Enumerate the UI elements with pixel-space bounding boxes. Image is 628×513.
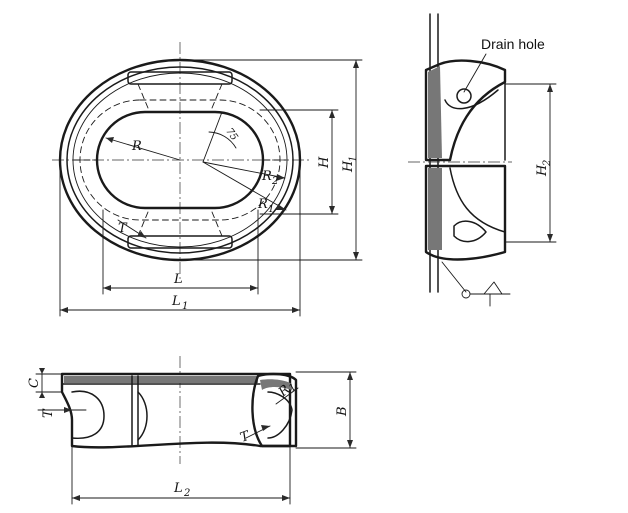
dim-h-arrow-top	[329, 110, 335, 118]
dim-l-label: L	[173, 272, 183, 287]
dim-l2-sub: 2	[183, 488, 190, 499]
dim-h-arrow-bottom	[329, 206, 335, 214]
weld-all-round-circle	[461, 289, 471, 299]
dim-t-arrow	[64, 407, 72, 413]
top-rib-bar	[127, 71, 233, 85]
drain-hole-circle	[456, 88, 472, 104]
upper-groove	[444, 89, 499, 110]
front-top-flange-hatch	[64, 376, 258, 383]
dim-c-arrow-bottom	[39, 392, 45, 398]
dim-l-arrow-left	[103, 285, 111, 291]
front-rib-curve	[137, 391, 148, 441]
dim-b-arrow-top	[347, 372, 353, 380]
dim-h1-label: H	[341, 160, 356, 173]
front-left-bulb	[71, 390, 105, 440]
radius-r1-label: R	[257, 197, 268, 212]
outer-rim-inner-line	[72, 72, 288, 248]
dim-l2-label: L	[173, 481, 183, 496]
bottom-rib-bar	[127, 235, 233, 249]
dim-c-arrow-top	[39, 368, 45, 374]
radius-r1-sub: 1	[268, 204, 274, 215]
lower-section-hatch	[428, 168, 442, 250]
rib-lower-right	[211, 211, 223, 237]
dim-h2-arrow-bottom	[547, 234, 553, 242]
rib-lower-left	[137, 211, 149, 237]
radius-r-leader	[105, 137, 181, 161]
radius-r-label: R	[131, 139, 142, 154]
front-right-section	[251, 372, 298, 448]
angle-label: 75	[223, 126, 239, 143]
front-r1-sub: 1	[287, 382, 299, 395]
top-view: R 75 R 2 R 1 T L L 1	[52, 42, 363, 317]
dim-l2-arrow-right	[282, 495, 290, 501]
weld-leader	[441, 261, 467, 293]
dim-l-arrow-right	[250, 285, 258, 291]
weld-fillet-symbol	[483, 281, 503, 295]
angle-line	[202, 111, 223, 163]
inner-opening-hidden-outline	[79, 99, 281, 221]
drain-hole-leader	[463, 53, 487, 93]
front-body-outline	[60, 372, 292, 449]
dim-l1-arrow-left	[60, 307, 68, 313]
inner-opening	[95, 110, 265, 210]
dim-l2-arrow-left	[72, 495, 80, 501]
radius-r2-sub: 2	[271, 176, 278, 187]
radius-r1-arrow	[276, 204, 286, 210]
lower-section-outline	[424, 164, 507, 261]
upper-section-hatch	[428, 66, 442, 158]
radius-r1-leader	[202, 161, 287, 211]
dim-h2-arrow-top	[547, 84, 553, 92]
front-t2-arrow	[261, 425, 270, 431]
radius-r2-leader	[202, 161, 286, 179]
dim-h2-sub: 2	[542, 160, 553, 167]
side-section-view: Drain hole H 2	[408, 13, 557, 307]
dim-h2-label: H	[535, 164, 550, 177]
front-right-section-hatch	[260, 379, 292, 390]
dim-b-label: B	[335, 406, 350, 417]
dim-l1-arrow-right	[292, 307, 300, 313]
dim-h1-sub: 1	[348, 156, 359, 162]
drain-hole-annotation: Drain hole	[481, 36, 545, 52]
radius-r2-label: R	[261, 169, 272, 184]
dim-h-label: H	[317, 156, 332, 169]
dim-h1-arrow-bottom	[353, 252, 359, 260]
rib-upper-left	[137, 83, 149, 109]
dim-t-label: T	[41, 408, 56, 418]
lower-groove	[449, 167, 506, 233]
front-elevation-view: R 1 T C T B L 2	[27, 356, 357, 505]
front-right-groove	[267, 391, 293, 439]
rib-upper-right	[211, 83, 223, 109]
angle-arc	[208, 131, 237, 149]
dim-l1-label: L	[171, 294, 181, 309]
dim-h1-arrow-top	[353, 60, 359, 68]
thickness-t-arrow	[138, 231, 146, 238]
lower-bead	[453, 220, 487, 243]
radius-r2-arrow	[276, 174, 285, 181]
outer-rim	[58, 58, 302, 262]
dim-b-arrow-bottom	[347, 440, 353, 448]
front-r1-leader	[275, 387, 299, 405]
dim-l1-sub: 1	[182, 301, 188, 312]
thickness-t-label: T	[118, 221, 128, 236]
outer-rim-inner-edge	[66, 66, 294, 254]
radius-r-arrow	[106, 137, 114, 143]
dim-c-label: C	[27, 378, 42, 388]
